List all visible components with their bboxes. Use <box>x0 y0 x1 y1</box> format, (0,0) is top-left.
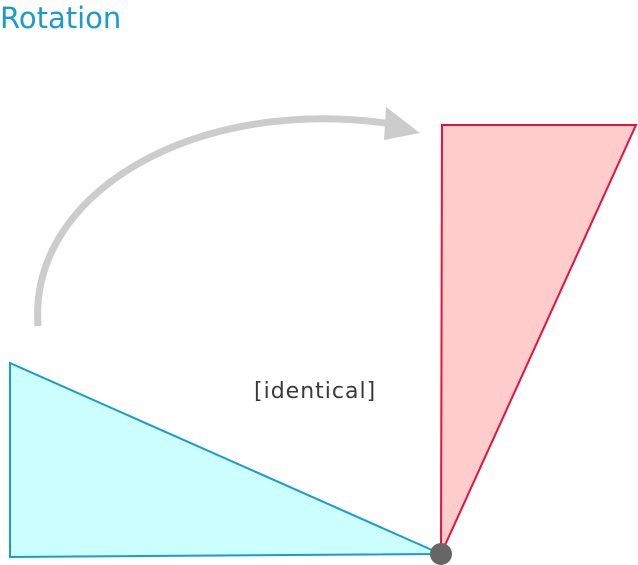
diagram-title: Rotation <box>0 1 122 35</box>
rotation-arrow <box>34 115 393 327</box>
rotated-triangle <box>440 124 638 555</box>
identical-annotation: [identical] <box>254 379 377 404</box>
original-triangle <box>9 361 442 559</box>
pivot-point <box>430 543 452 565</box>
rotation-arrow-head <box>384 107 420 140</box>
